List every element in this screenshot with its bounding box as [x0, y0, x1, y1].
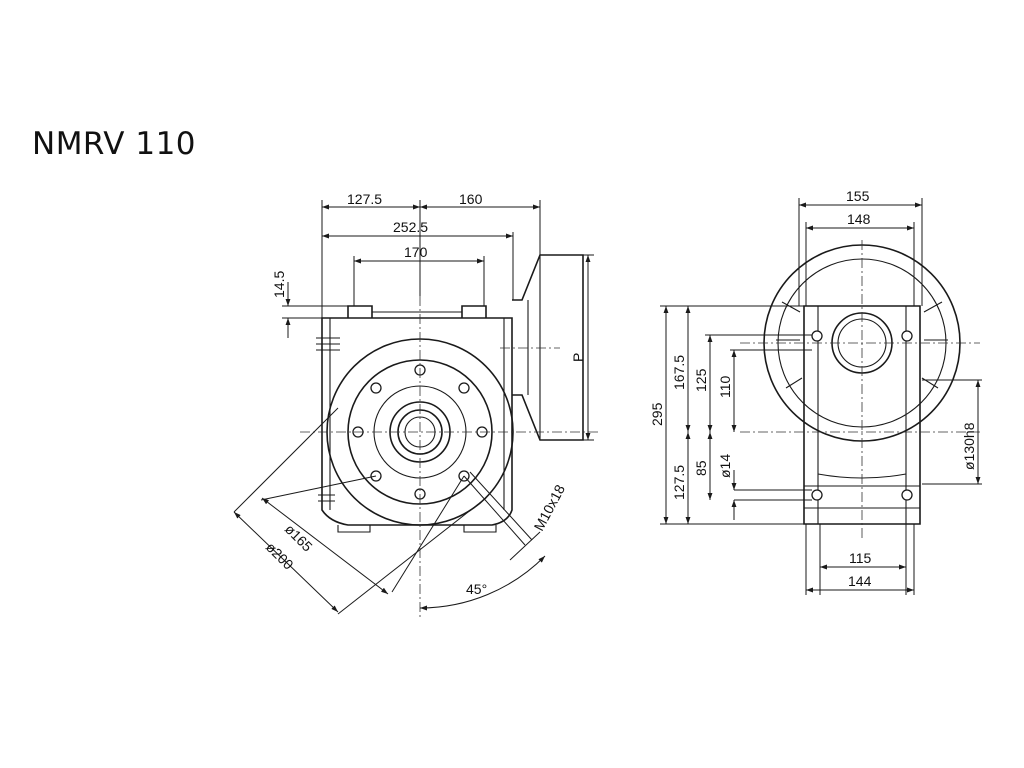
input-flange: [512, 254, 584, 441]
dim-14-5: 14.5: [271, 271, 287, 298]
dim-125: 125: [693, 368, 709, 392]
dim-dia-165: ø165: [282, 521, 316, 555]
dim-angle-45: 45°: [466, 581, 487, 597]
dim-115: 115: [849, 550, 872, 566]
dim-170: 170: [404, 244, 428, 260]
dim-295: 295: [649, 402, 665, 426]
dim-144: 144: [848, 573, 872, 589]
dim-dia-14: ø14: [717, 454, 733, 478]
dim-110: 110: [717, 375, 733, 398]
diagonal-dims: ø165 ø200: [233, 407, 487, 615]
dim-m10x18: M10x18: [531, 482, 569, 534]
dim-167-5: 167.5: [671, 355, 687, 390]
side-view: 155 148 295 167.5 127.5 125 85 110 ø14 ø…: [649, 188, 982, 595]
dim-dia-130h8: ø130h8: [961, 422, 977, 470]
dim-p: P: [570, 353, 586, 362]
dim-85: 85: [693, 460, 709, 476]
dim-160: 160: [459, 191, 483, 207]
dim-127-5-top: 127.5: [347, 191, 382, 207]
dim-252-5: 252.5: [393, 219, 428, 235]
dim-127-5-bottom: 127.5: [671, 465, 687, 500]
dim-148: 148: [847, 211, 871, 227]
drawing-title: NMRV 110: [32, 126, 197, 162]
front-view: 127.5 160 252.5 170 14.5 P ø165 ø200: [233, 191, 600, 618]
dim-155: 155: [846, 188, 870, 204]
